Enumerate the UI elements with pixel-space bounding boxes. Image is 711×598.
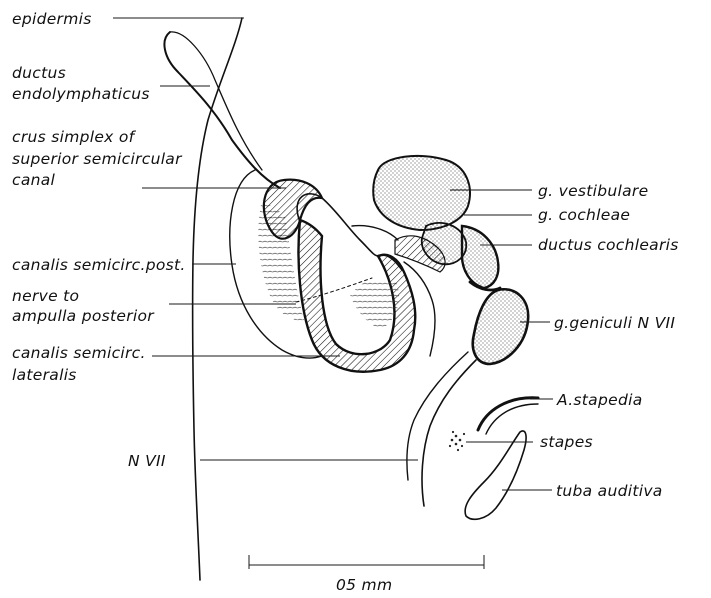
label-crus-line1: crus simplex of — [12, 128, 137, 146]
label-g-geniculi: g.geniculi N VII — [554, 314, 675, 332]
label-canalis-lat-line1: canalis semicirc. — [12, 344, 146, 362]
label-crus-line2: superior semicircular — [12, 150, 183, 168]
scale-bar-label: 05 mm — [336, 576, 392, 594]
epidermis-outline — [193, 18, 242, 580]
label-canalis-post: canalis semicirc.post. — [12, 256, 186, 274]
g-vestibulare — [373, 156, 470, 230]
label-n-vii: N VII — [128, 452, 166, 470]
ductus-endolymphaticus-inner — [170, 32, 262, 170]
label-nerve-line2: ampulla posterior — [12, 307, 155, 325]
scale-bar: 05 mm — [249, 555, 484, 594]
specimen-drawing — [164, 18, 538, 580]
label-canalis-lat-line2: lateralis — [12, 366, 77, 384]
label-ductus-line1: ductus — [12, 64, 66, 82]
label-g-vestibulare: g. vestibulare — [538, 182, 648, 200]
label-crus-line3: canal — [12, 171, 56, 189]
labels-left: epidermis ductus endolymphaticus crus si… — [12, 10, 186, 470]
labels-right: g. vestibulare g. cochleae ductus cochle… — [538, 182, 679, 500]
ampulla-fibers — [350, 278, 399, 330]
g-geniculi — [473, 289, 528, 364]
label-ductus-cochlearis: ductus cochlearis — [538, 236, 679, 254]
n-vii-course-inner — [407, 352, 468, 480]
label-stapes: stapes — [540, 433, 593, 451]
label-nerve-line1: nerve to — [12, 287, 79, 305]
label-epidermis: epidermis — [12, 10, 92, 28]
a-stapedia — [478, 398, 538, 430]
label-tuba-auditiva: tuba auditiva — [556, 482, 663, 500]
label-ductus-line2: endolymphaticus — [12, 85, 150, 103]
stapes — [449, 431, 465, 451]
label-a-stapedia: A.stapedia — [556, 391, 643, 409]
tuba-auditiva — [465, 431, 526, 519]
ductus-cochlearis — [462, 226, 498, 288]
n-vii-course — [422, 360, 476, 506]
label-g-cochleae: g. cochleae — [538, 206, 630, 224]
